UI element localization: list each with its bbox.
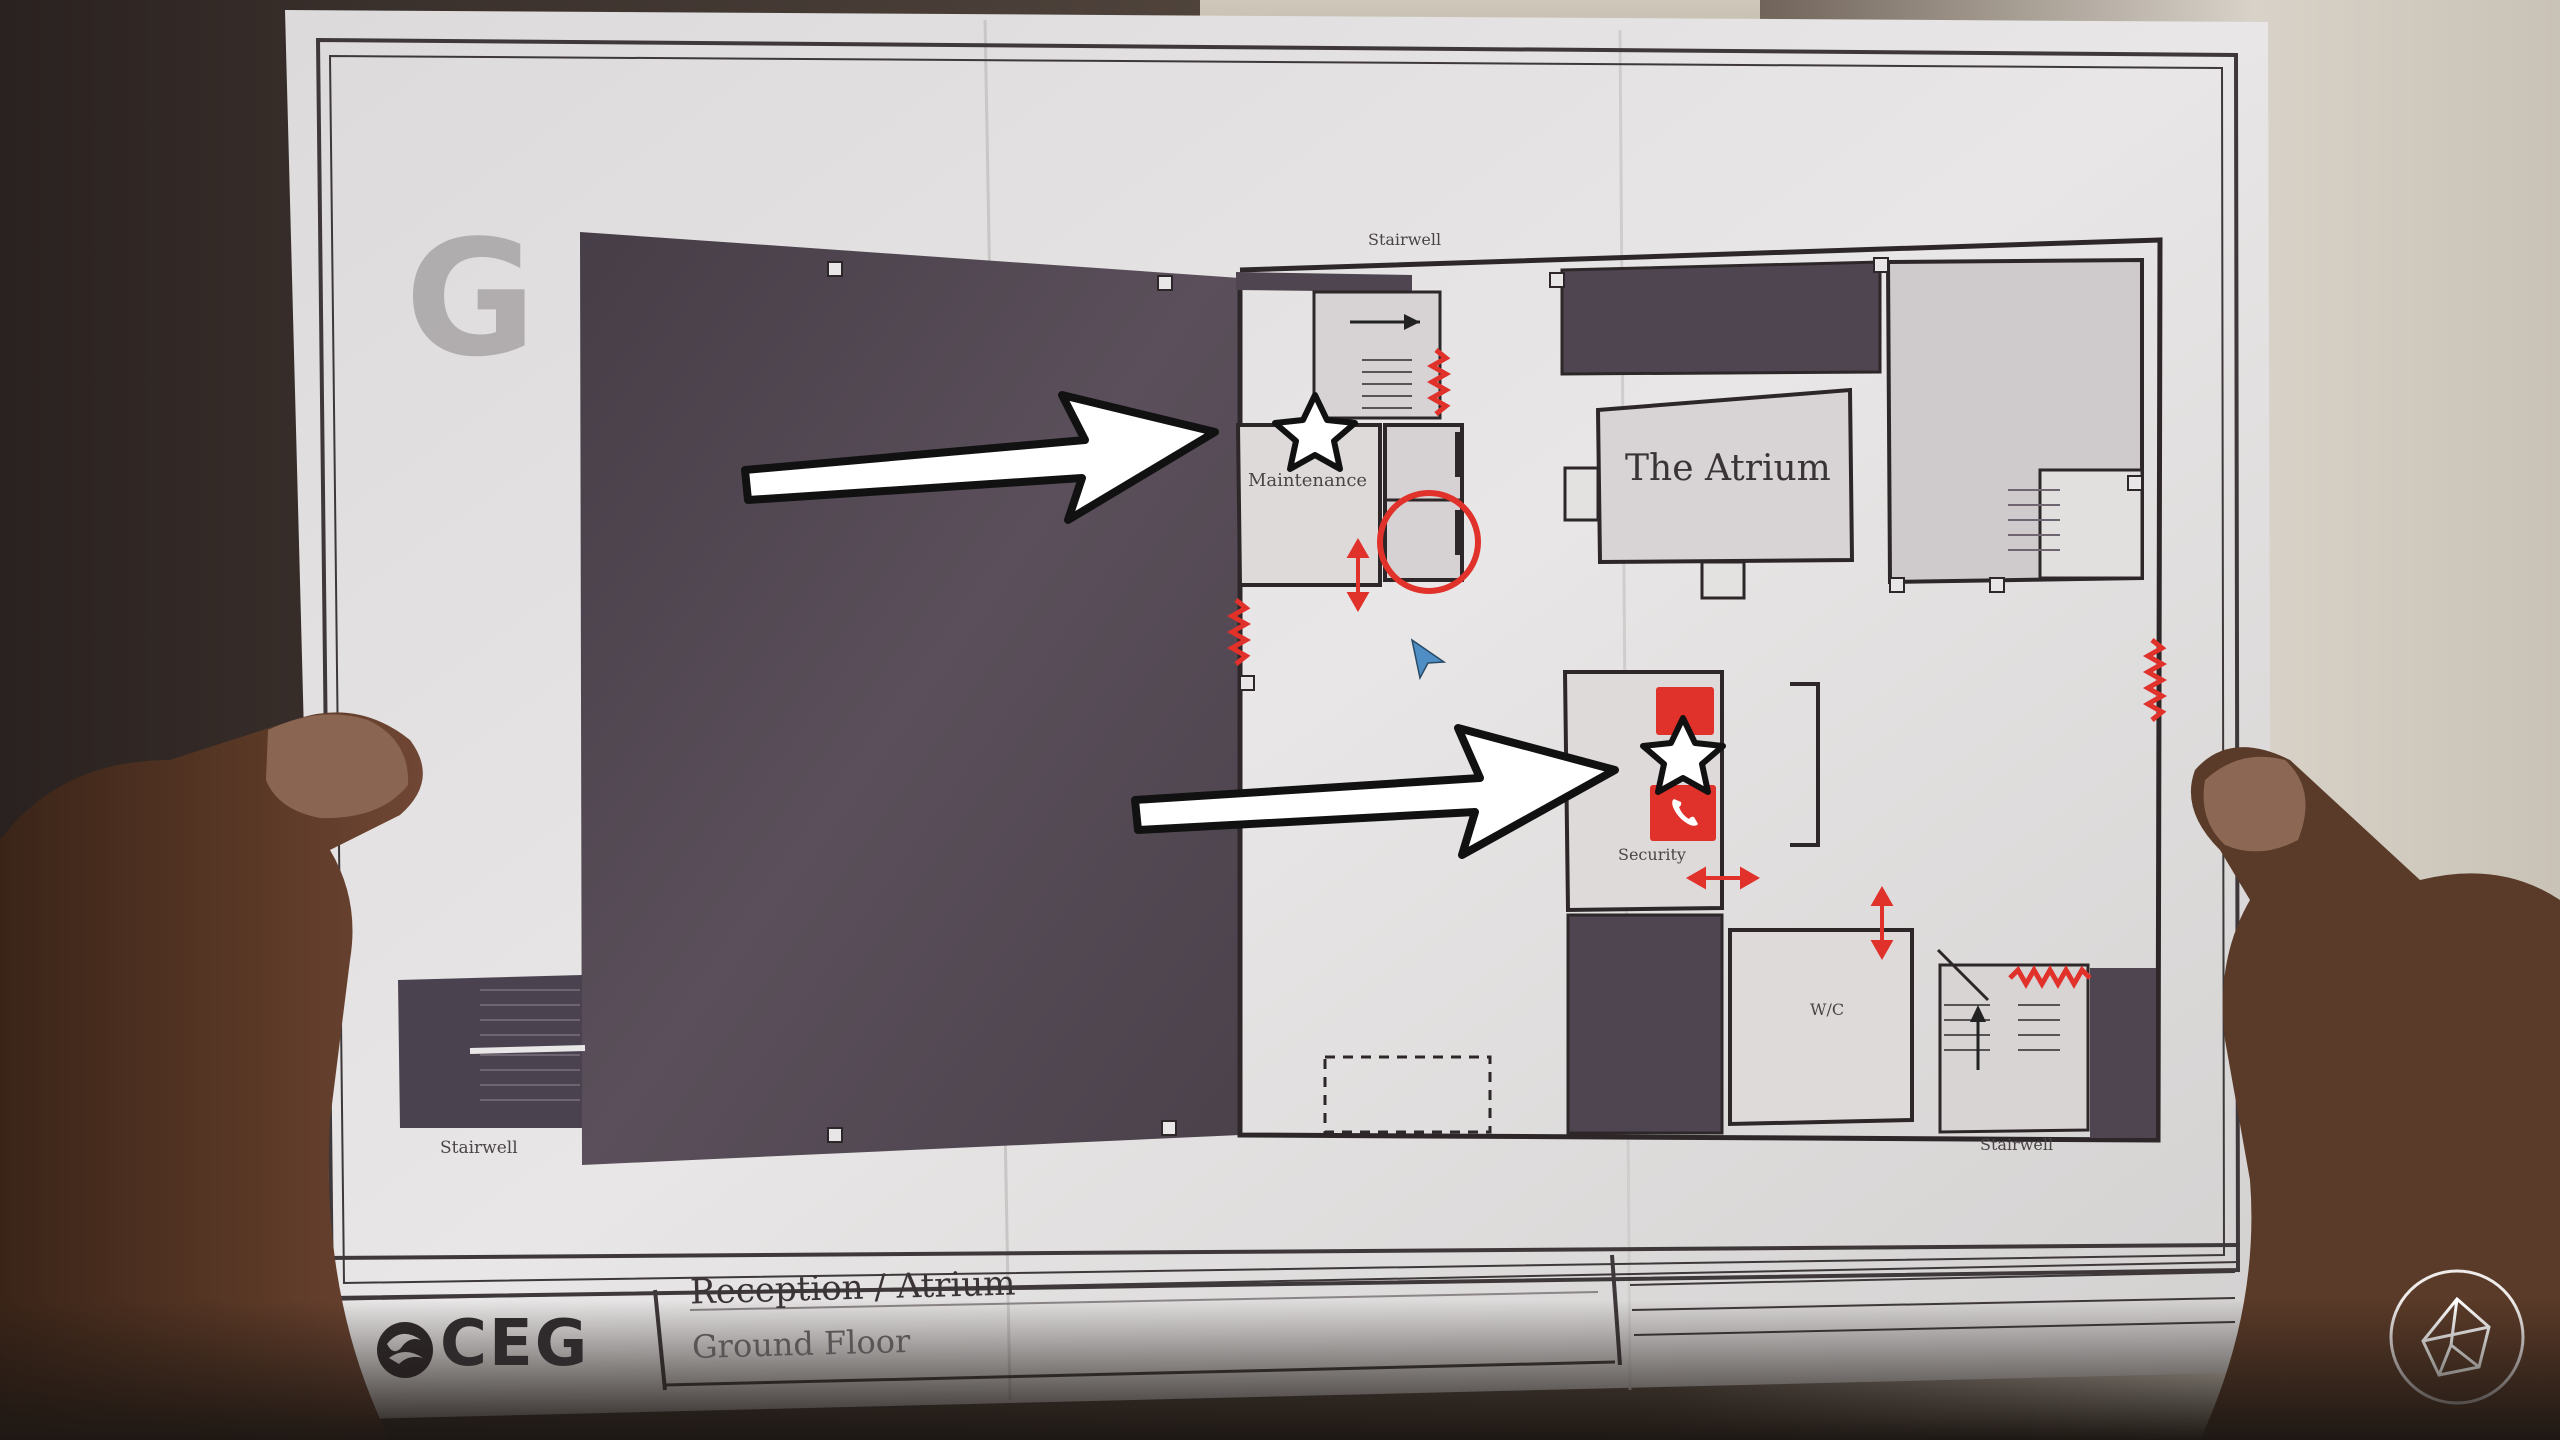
arrow-to-security	[1131, 724, 1619, 859]
open-doors	[1346, 537, 1894, 961]
arrow-to-maintenance	[741, 391, 1219, 524]
stairwell-right-area	[1938, 963, 2090, 1134]
restricted-area-left	[580, 232, 1240, 1165]
stairwell-top-label: Stairwell	[1368, 230, 1442, 249]
phone-icon	[1672, 799, 1698, 826]
security-desk-phone	[1650, 785, 1716, 841]
atrium-label: The Atrium	[1625, 448, 1831, 489]
star-icon	[1640, 715, 1726, 795]
security-desk-top	[1656, 687, 1714, 735]
ceg-logo-text: CEG	[440, 1307, 590, 1381]
dark-room-top	[1560, 260, 1882, 376]
security-label: Security	[1618, 845, 1686, 864]
wc-label: W/C	[1810, 1000, 1845, 1019]
right-hand	[2190, 747, 2560, 1440]
maintenance-label: Maintenance	[1248, 470, 1368, 491]
locked-doors	[1226, 348, 2168, 990]
map-subtitle: Ground Floor	[691, 1321, 911, 1367]
elevator-highlight	[1377, 490, 1481, 594]
floor-shadow	[0, 1300, 2560, 1440]
entrance-mat	[1323, 1055, 1492, 1134]
wc-room	[1728, 928, 1914, 1127]
star-icon	[1272, 392, 1358, 472]
stairwell-left-label: Stairwell	[440, 1138, 518, 1158]
floor-letter: G	[405, 205, 537, 392]
stairwell-right-label: Stairwell	[1980, 1135, 2054, 1154]
dark-room-bottom	[1566, 913, 1724, 1135]
player-position-icon	[1410, 638, 1447, 681]
left-hand	[0, 712, 423, 1440]
